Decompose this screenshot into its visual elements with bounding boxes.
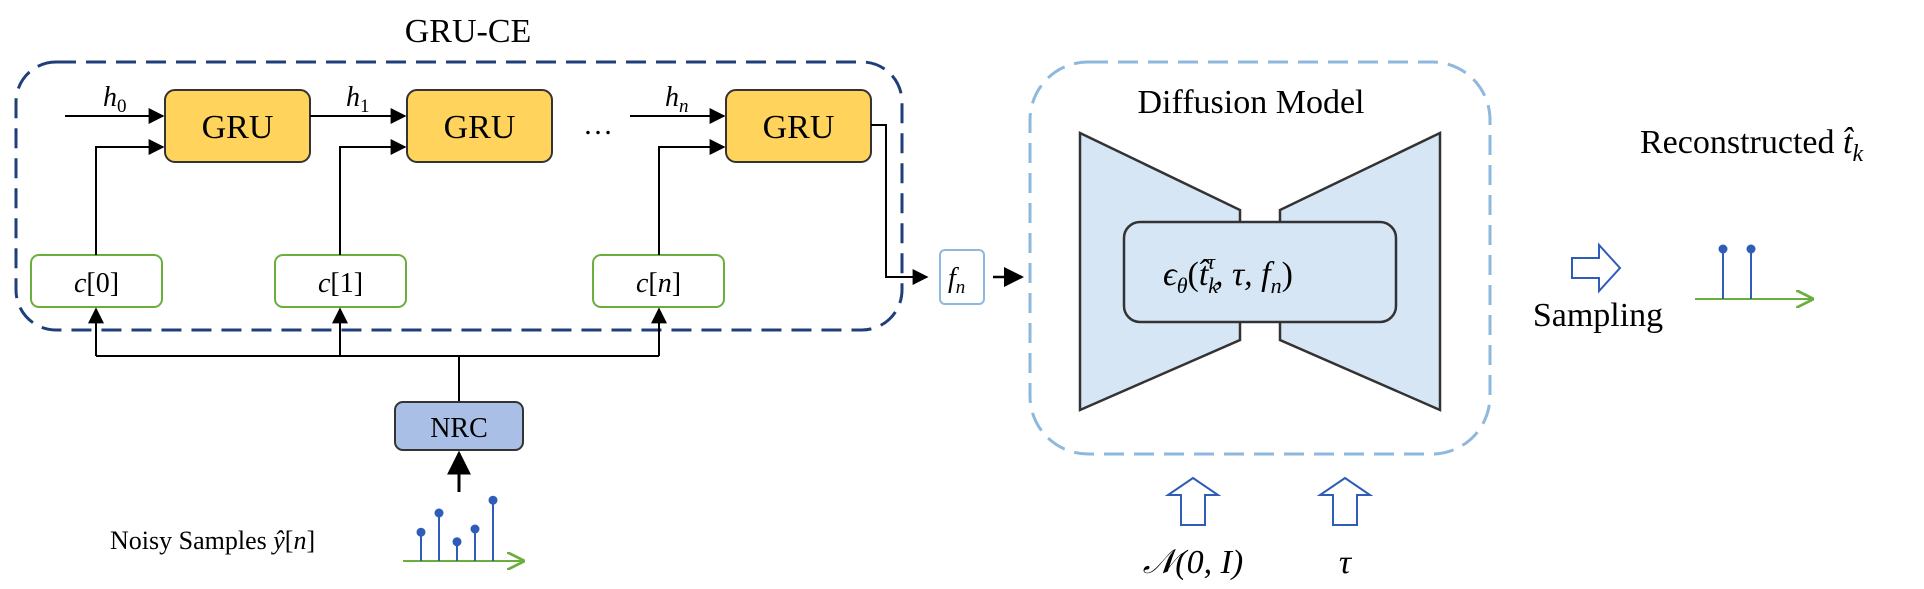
sampling-arrow <box>1571 242 1622 294</box>
noisy-samples-stem-head <box>416 527 426 537</box>
gru-output-arrow <box>871 124 929 285</box>
gru-cell-label: GRU <box>444 109 516 146</box>
gru-cell-1: GRU <box>406 89 553 163</box>
noise-input-label: 𝒩(0, I) <box>1143 544 1244 581</box>
svg-text:c[1]: c[1] <box>318 268 363 299</box>
reconstructed-stem-plot <box>1695 244 1812 300</box>
noisy-samples-stem-head <box>434 508 444 518</box>
gru-ce-block: GRU-CE GRU GRU GRU h0 h1 hn … c[0] <box>14 13 929 332</box>
noisy-samples-stem-head <box>452 537 462 547</box>
hidden-label-1: h1 <box>346 82 370 117</box>
input-box-n: c[n] <box>592 254 725 308</box>
hidden-label-n: hn <box>665 82 689 117</box>
hidden-label-0: h0 <box>103 82 127 117</box>
feature-box: fn <box>939 249 985 305</box>
nrc-distribution <box>88 307 667 402</box>
noisy-samples-stem-head <box>488 495 498 505</box>
reconstructed-stem-head <box>1746 244 1756 254</box>
tau-input-arrow <box>1316 476 1374 526</box>
gru-ce-dashed-border <box>14 60 904 332</box>
noisy-samples-stem-plot <box>403 495 523 561</box>
gru-cell-label: GRU <box>763 109 835 146</box>
reconstructed-stem-head <box>1718 244 1728 254</box>
gru-cell-n: GRU <box>725 89 872 163</box>
svg-text:fn: fn <box>948 263 965 298</box>
input-box-1: c[1] <box>274 254 407 308</box>
nrc-box: NRC <box>394 401 524 451</box>
input-box-0: c[0] <box>30 254 163 308</box>
gru-ce-title: GRU-CE <box>405 13 532 50</box>
ellipsis: … <box>583 108 613 141</box>
input-arrow-1 <box>339 139 407 255</box>
diffusion-model-block: Diffusion Model ϵθ(t̂kτ, τ, fn) <box>1028 60 1492 456</box>
denoiser-box <box>1122 220 1398 324</box>
sampling-label: Sampling <box>1533 297 1663 334</box>
svg-text:c[n]: c[n] <box>636 268 681 299</box>
tau-input-label: τ <box>1339 544 1353 581</box>
diffusion-dashed-border <box>1028 60 1492 456</box>
svg-text:c[0]: c[0] <box>74 268 119 299</box>
denoiser-formula: ϵθ(t̂kτ, τ, fn) <box>1163 249 1293 298</box>
diffusion-title: Diffusion Model <box>1138 84 1365 121</box>
gru-cell-label: GRU <box>202 109 274 146</box>
input-arrow-n <box>658 139 726 255</box>
noise-input-arrow <box>1164 476 1222 526</box>
input-arrow-0 <box>95 139 165 255</box>
gru-cell-0: GRU <box>164 89 311 163</box>
noisy-samples-stem-head <box>470 524 480 534</box>
noisy-samples-label: Noisy Samples ŷ[n] <box>110 526 315 555</box>
nrc-label: NRC <box>430 413 488 444</box>
reconstructed-label: Reconstructed t̂k <box>1640 124 1863 167</box>
